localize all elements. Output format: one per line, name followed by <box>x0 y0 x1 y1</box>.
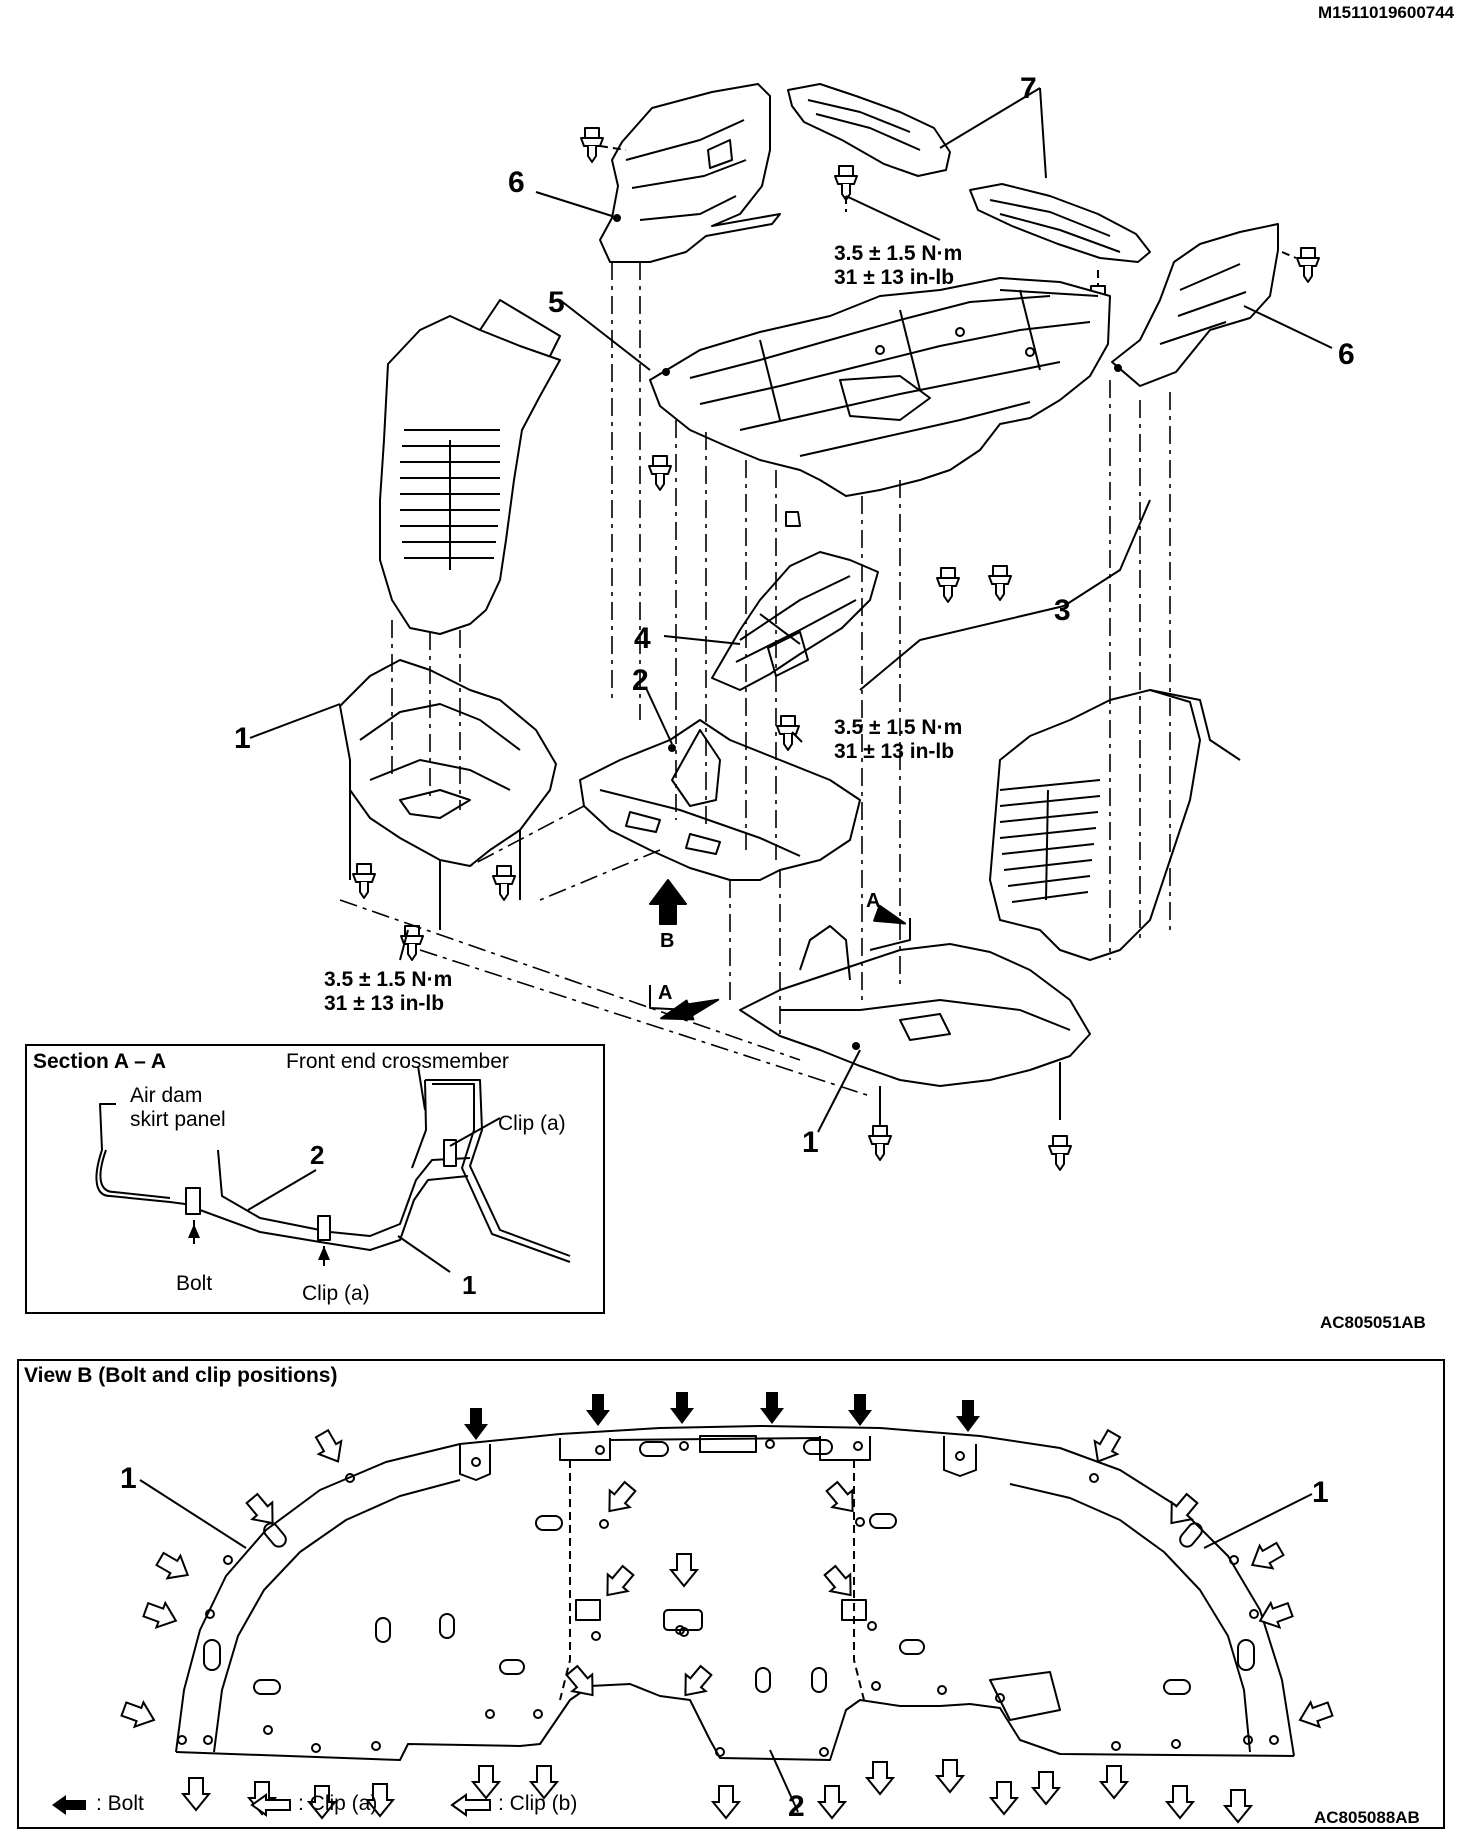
section-a-line-upper <box>869 918 911 951</box>
section-a-label-upper: A <box>866 890 881 912</box>
callout-5: 5 <box>548 286 565 319</box>
part-7-covers <box>787 83 1151 321</box>
legend-clip-a-icon <box>250 1793 291 1817</box>
section-aa-box <box>25 1044 605 1314</box>
legend-bolt-icon <box>52 1795 86 1815</box>
callout-2-exploded: 2 <box>632 664 649 697</box>
callout-1-bottom: 1 <box>802 1126 819 1159</box>
callout-3: 3 <box>1054 594 1071 627</box>
callout-6-right: 6 <box>1338 338 1355 371</box>
legend-clip-b-icon <box>450 1793 491 1817</box>
air-dam-skirt-panel <box>95 1149 201 1207</box>
leader-lines <box>249 87 1333 1133</box>
view-b-title: View B (Bolt and clip positions) <box>24 1364 338 1387</box>
section-a-label-lower: A <box>658 982 673 1004</box>
callout-1-left: 1 <box>234 722 251 755</box>
section-callout-1: 1 <box>462 1270 477 1300</box>
part-1-left-skirt <box>339 659 557 961</box>
exploded-view <box>249 83 1333 1171</box>
view-b-callout-2: 2 <box>788 1790 805 1823</box>
legend-bolt-label: : Bolt <box>96 1792 144 1815</box>
view-b-callout-1-right: 1 <box>1312 1476 1329 1509</box>
section-a-arrow-upper <box>873 904 907 925</box>
view-b-label: B <box>660 930 675 952</box>
part-3-right-duct <box>989 689 1241 961</box>
part-6-right-panel <box>1111 223 1320 387</box>
figure-id-bottom: AC805088AB <box>1314 1808 1420 1827</box>
part-1-outline <box>175 1425 1295 1757</box>
part-2-section <box>217 1149 471 1237</box>
bolt-label: Bolt <box>176 1272 213 1295</box>
view-b-arrow <box>649 879 687 925</box>
clip-arrows <box>118 1426 1336 1823</box>
bolt-section <box>185 1187 201 1215</box>
section-a-line-lower <box>649 985 691 1011</box>
clip-a-top-label: Clip (a) <box>498 1112 566 1135</box>
section-callout-2: 2 <box>310 1140 325 1170</box>
front-crossmember-label: Front end crossmember <box>286 1050 509 1073</box>
bolt-arrows <box>464 1392 980 1440</box>
part-2-center-panel <box>579 719 861 881</box>
part-1-section <box>199 1175 469 1251</box>
air-dam-label: Air dam skirt panel <box>130 1084 226 1131</box>
callout-6-left: 6 <box>508 166 525 199</box>
part-6-left-panel <box>580 83 781 263</box>
front-end-crossmember <box>425 1079 571 1257</box>
clip-a-top <box>443 1139 457 1167</box>
part-2-dashed-outline <box>559 1460 865 1701</box>
document-id: M1511019600744 <box>1318 3 1455 22</box>
part-1-right-skirt <box>739 925 1091 1171</box>
section-aa-title: Section A – A <box>33 1050 167 1073</box>
view-b-callout-1-left: 1 <box>120 1462 137 1495</box>
callout-4: 4 <box>634 622 651 655</box>
figure-id-top: AC805051AB <box>1320 1313 1426 1332</box>
view-b-box <box>17 1359 1445 1829</box>
legend-clip-a-label: : Clip (a) <box>298 1792 378 1815</box>
alignment-lines <box>339 262 1171 1097</box>
callout-7: 7 <box>1020 72 1037 105</box>
part-4-cover <box>711 511 879 751</box>
part-5-main-cover <box>648 277 1111 603</box>
clip-a-bottom-label: Clip (a) <box>302 1282 370 1305</box>
part-3-left-duct <box>379 299 561 635</box>
clip-a-section <box>317 1215 331 1241</box>
legend-clip-b-label: : Clip (b) <box>498 1792 578 1815</box>
